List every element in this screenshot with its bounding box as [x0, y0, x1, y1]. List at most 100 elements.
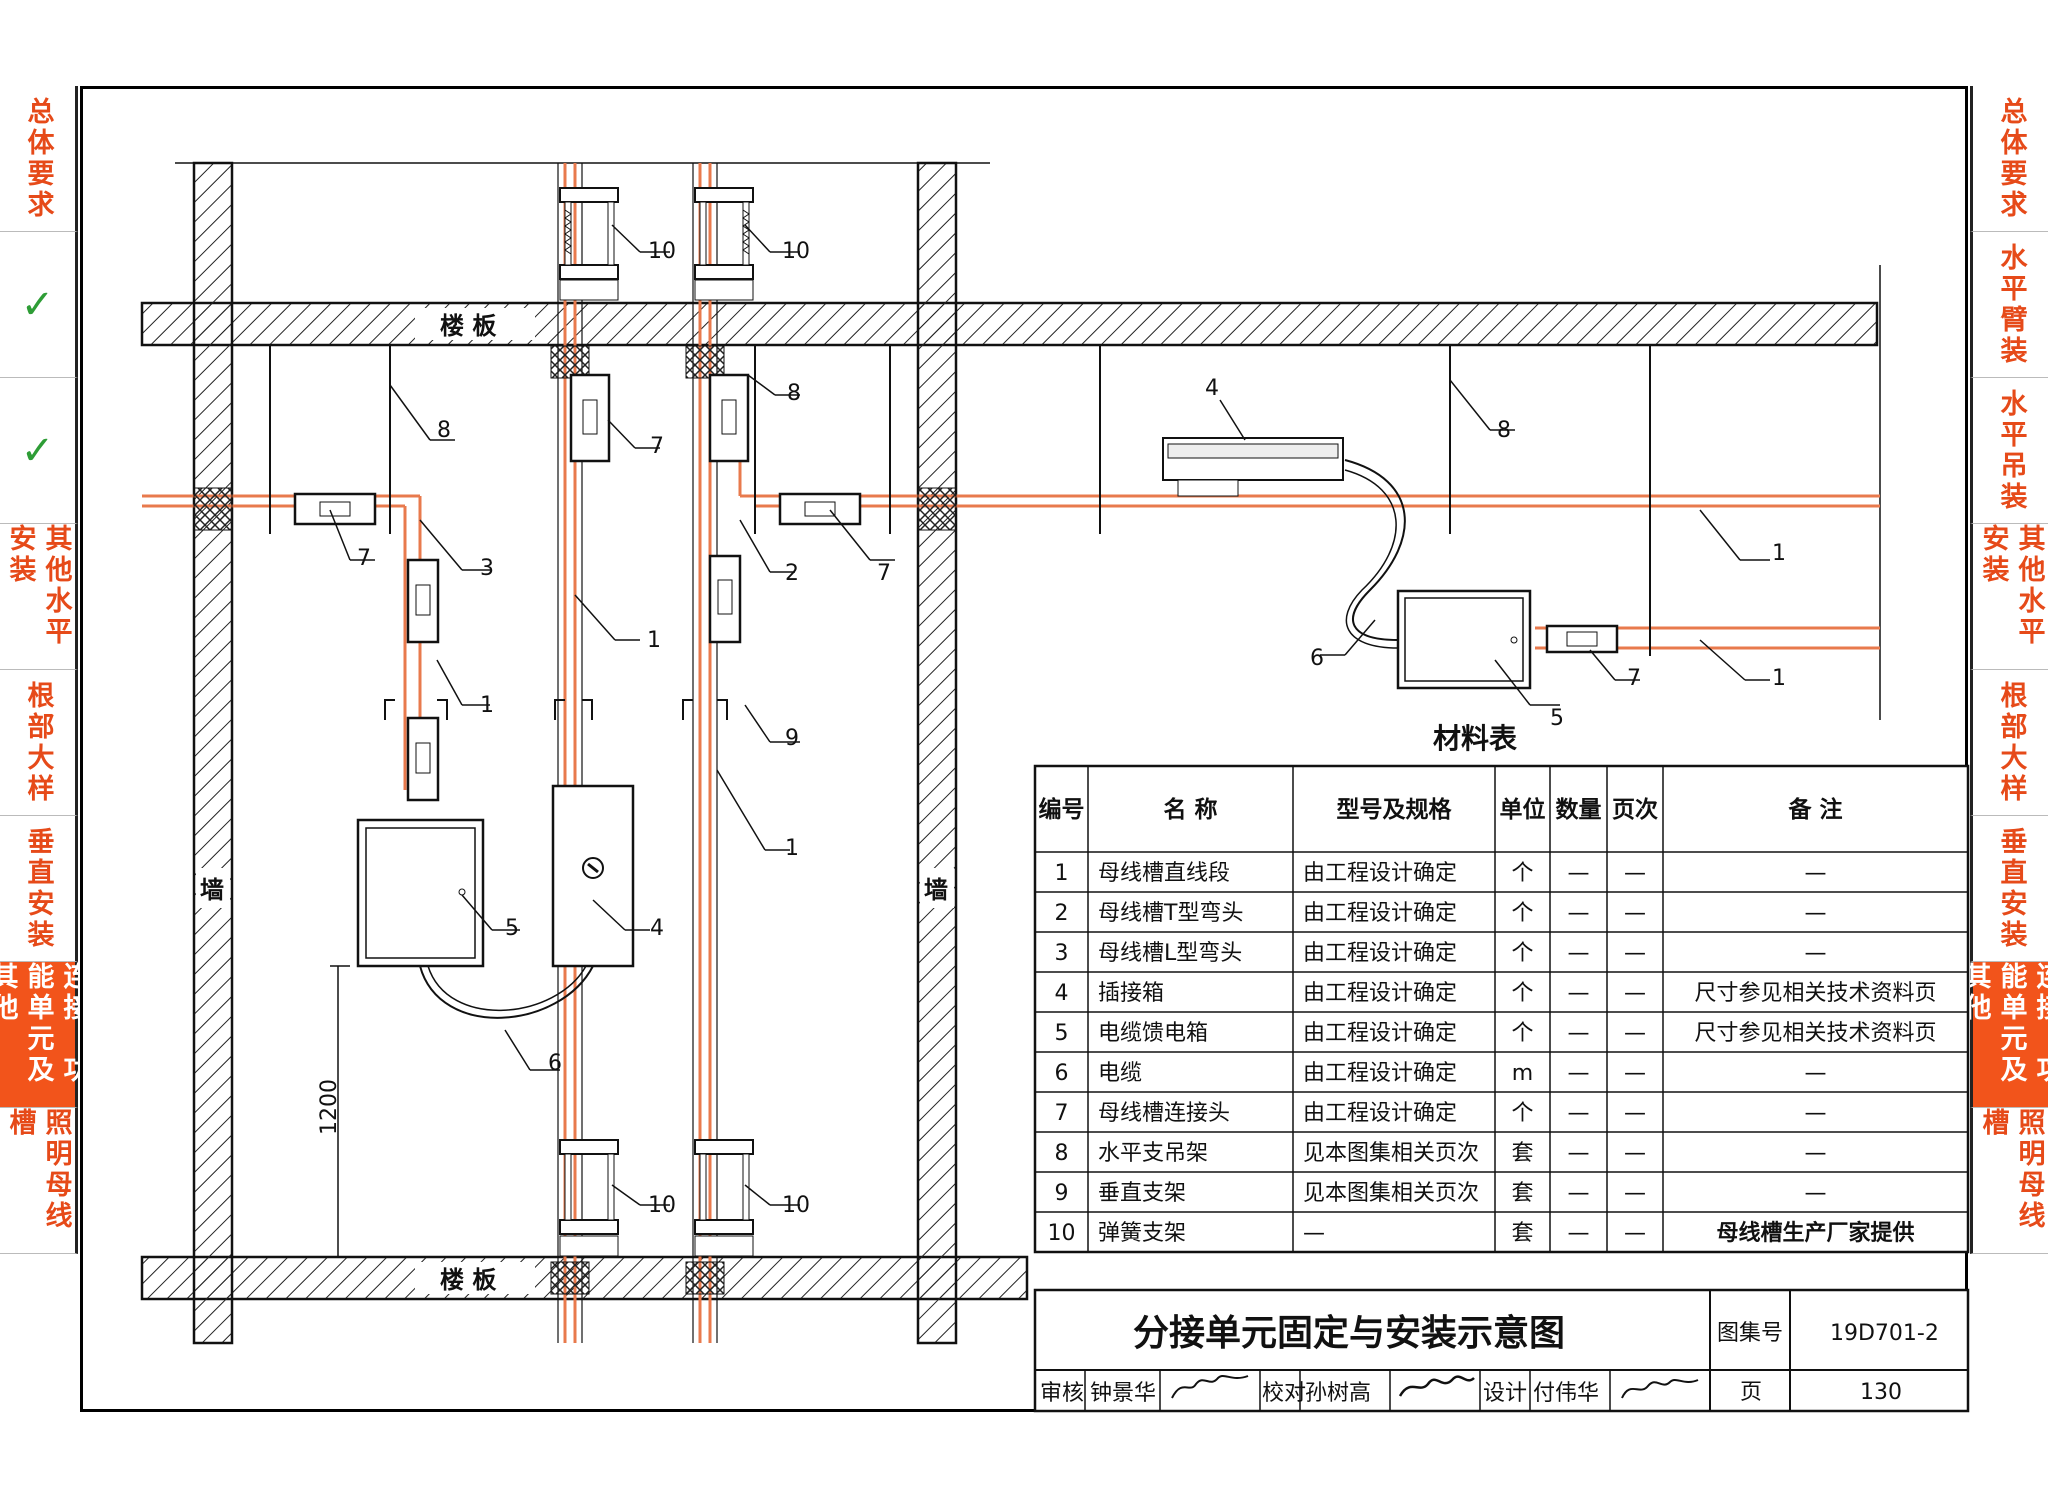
table-cell: 4	[1055, 981, 1069, 1006]
table-cell: —	[1805, 901, 1827, 926]
table-cell: 由工程设计确定	[1303, 1101, 1457, 1126]
callout-4-b: 4	[650, 916, 664, 941]
cable-left	[419, 965, 594, 1019]
table-cell: 个	[1511, 861, 1533, 886]
section-tab[interactable]: 水平臂装	[1970, 232, 2048, 378]
atlas-no: 19D701-2	[1830, 1321, 1939, 1346]
table-cell: 尺寸参见相关技术资料页	[1694, 1021, 1936, 1046]
callout-3: 3	[480, 556, 494, 581]
table-cell: 个	[1511, 981, 1533, 1006]
callout-9: 9	[785, 726, 799, 751]
table-cell: —	[1568, 1221, 1590, 1246]
section-tab[interactable]: ✓	[0, 232, 78, 378]
table-cell: 套	[1511, 1181, 1533, 1206]
section-tab[interactable]: 照明母线槽	[1970, 1108, 2048, 1254]
section-tab[interactable]: 水平吊装	[1970, 378, 2048, 524]
section-tab[interactable]: 其他水平安装	[0, 524, 78, 670]
table-cell: 个	[1511, 901, 1533, 926]
callout-10-d: 10	[782, 1193, 810, 1218]
table-cell: —	[1568, 1101, 1590, 1126]
table-cell: 套	[1511, 1221, 1533, 1246]
table-cell: 1	[1055, 861, 1069, 886]
table-cell: 尺寸参见相关技术资料页	[1694, 981, 1936, 1006]
check-icon: ✓	[20, 427, 55, 474]
table-cell: 7	[1055, 1101, 1069, 1126]
tap-off-box-vertical	[551, 784, 635, 968]
table-cell: —	[1805, 1061, 1827, 1086]
table-cell: 由工程设计确定	[1303, 941, 1457, 966]
table-cell: 3	[1055, 941, 1069, 966]
table-cell: —	[1624, 1061, 1646, 1086]
section-tab[interactable]: 根部大样	[0, 670, 78, 816]
section-tab-label: 根部大样	[1995, 680, 2027, 805]
section-tab-label: 照明母线槽	[4, 1108, 72, 1232]
table-cell: —	[1624, 1141, 1646, 1166]
cable-feeder-box-left	[356, 818, 485, 968]
cable-right	[1344, 459, 1406, 641]
atlas-no-label: 图集号	[1717, 1321, 1783, 1346]
table-cell: 由工程设计确定	[1303, 1021, 1457, 1046]
cable-feeder-box-right	[1396, 589, 1532, 690]
table-cell: —	[1568, 1061, 1590, 1086]
page-number: 130	[1860, 1380, 1902, 1405]
section-tab[interactable]: 其他水平安装	[1970, 524, 2048, 670]
table-cell: —	[1624, 1021, 1646, 1046]
table-cell: —	[1568, 981, 1590, 1006]
table-cell: 5	[1055, 1021, 1069, 1046]
table-cell: 个	[1511, 1101, 1533, 1126]
table-cell: 弹簧支架	[1098, 1221, 1186, 1246]
table-cell: —	[1568, 1141, 1590, 1166]
callout-8-b: 8	[787, 381, 801, 406]
section-tab[interactable]: 总体要求	[0, 86, 78, 232]
designer-signature	[1621, 1379, 1699, 1399]
table-cell: —	[1303, 1221, 1325, 1246]
callout-7-d: 7	[1627, 666, 1641, 691]
material-table-title: 材料表	[1433, 722, 1517, 755]
table-cell: —	[1568, 1021, 1590, 1046]
section-tab-label: 总体要求	[1995, 96, 2027, 221]
review-label: 审核	[1040, 1381, 1084, 1406]
table-cell: —	[1624, 1101, 1646, 1126]
table-cell: —	[1624, 1221, 1646, 1246]
table-cell: 插接箱	[1098, 981, 1164, 1006]
table-cell: 见本图集相关页次	[1303, 1141, 1479, 1166]
section-tab[interactable]: 照明母线槽	[0, 1108, 78, 1254]
callout-8-a: 8	[437, 418, 451, 443]
section-tab-label: 垂直安装	[1995, 826, 2027, 951]
title-block: 分接单元固定与安装示意图 图集号 19D701-2 页 130 审核 钟景华 校…	[1033, 1288, 1970, 1413]
height-dimension-label: 1200	[317, 1079, 342, 1135]
vertical-brackets	[384, 699, 728, 720]
section-tab-label: 总体要求	[22, 96, 54, 221]
section-tab[interactable]: 垂直安装	[1970, 816, 2048, 962]
busway-joints	[293, 373, 1619, 802]
table-cell: 8	[1055, 1141, 1069, 1166]
spring-support-bottom-left	[550, 1139, 619, 1295]
check-icon: ✓	[20, 281, 55, 328]
section-tab[interactable]: ✓	[0, 378, 78, 524]
table-cell: 个	[1511, 1021, 1533, 1046]
section-tab[interactable]: 连接、功能单元及其他	[0, 962, 90, 1108]
table-cell: 母线槽生产厂家提供	[1716, 1220, 1914, 1246]
hanger-rods	[269, 345, 1651, 656]
callout-7-c: 7	[877, 561, 891, 586]
table-cell: —	[1568, 861, 1590, 886]
section-tab-label: 水平吊装	[1995, 388, 2027, 513]
section-tab-label: 垂直安装	[22, 826, 54, 951]
callout-10-a: 10	[648, 239, 676, 264]
section-tab[interactable]: 总体要求	[1970, 86, 2048, 232]
section-tab[interactable]: 根部大样	[1970, 670, 2048, 816]
table-cell: —	[1624, 941, 1646, 966]
spring-support-top-left	[559, 187, 619, 301]
floor-label-bottom: 楼 板	[440, 1266, 497, 1294]
wall-label-right: 墙	[924, 876, 948, 904]
callout-7-b: 7	[357, 546, 371, 571]
table-cell: —	[1624, 901, 1646, 926]
table-cell: 由工程设计确定	[1303, 1061, 1457, 1086]
table-cell: —	[1568, 901, 1590, 926]
wall-label-left: 墙	[200, 876, 224, 904]
table-cell: —	[1624, 861, 1646, 886]
horizontal-busway-left	[142, 487, 422, 790]
section-tab[interactable]: 垂直安装	[0, 816, 78, 962]
